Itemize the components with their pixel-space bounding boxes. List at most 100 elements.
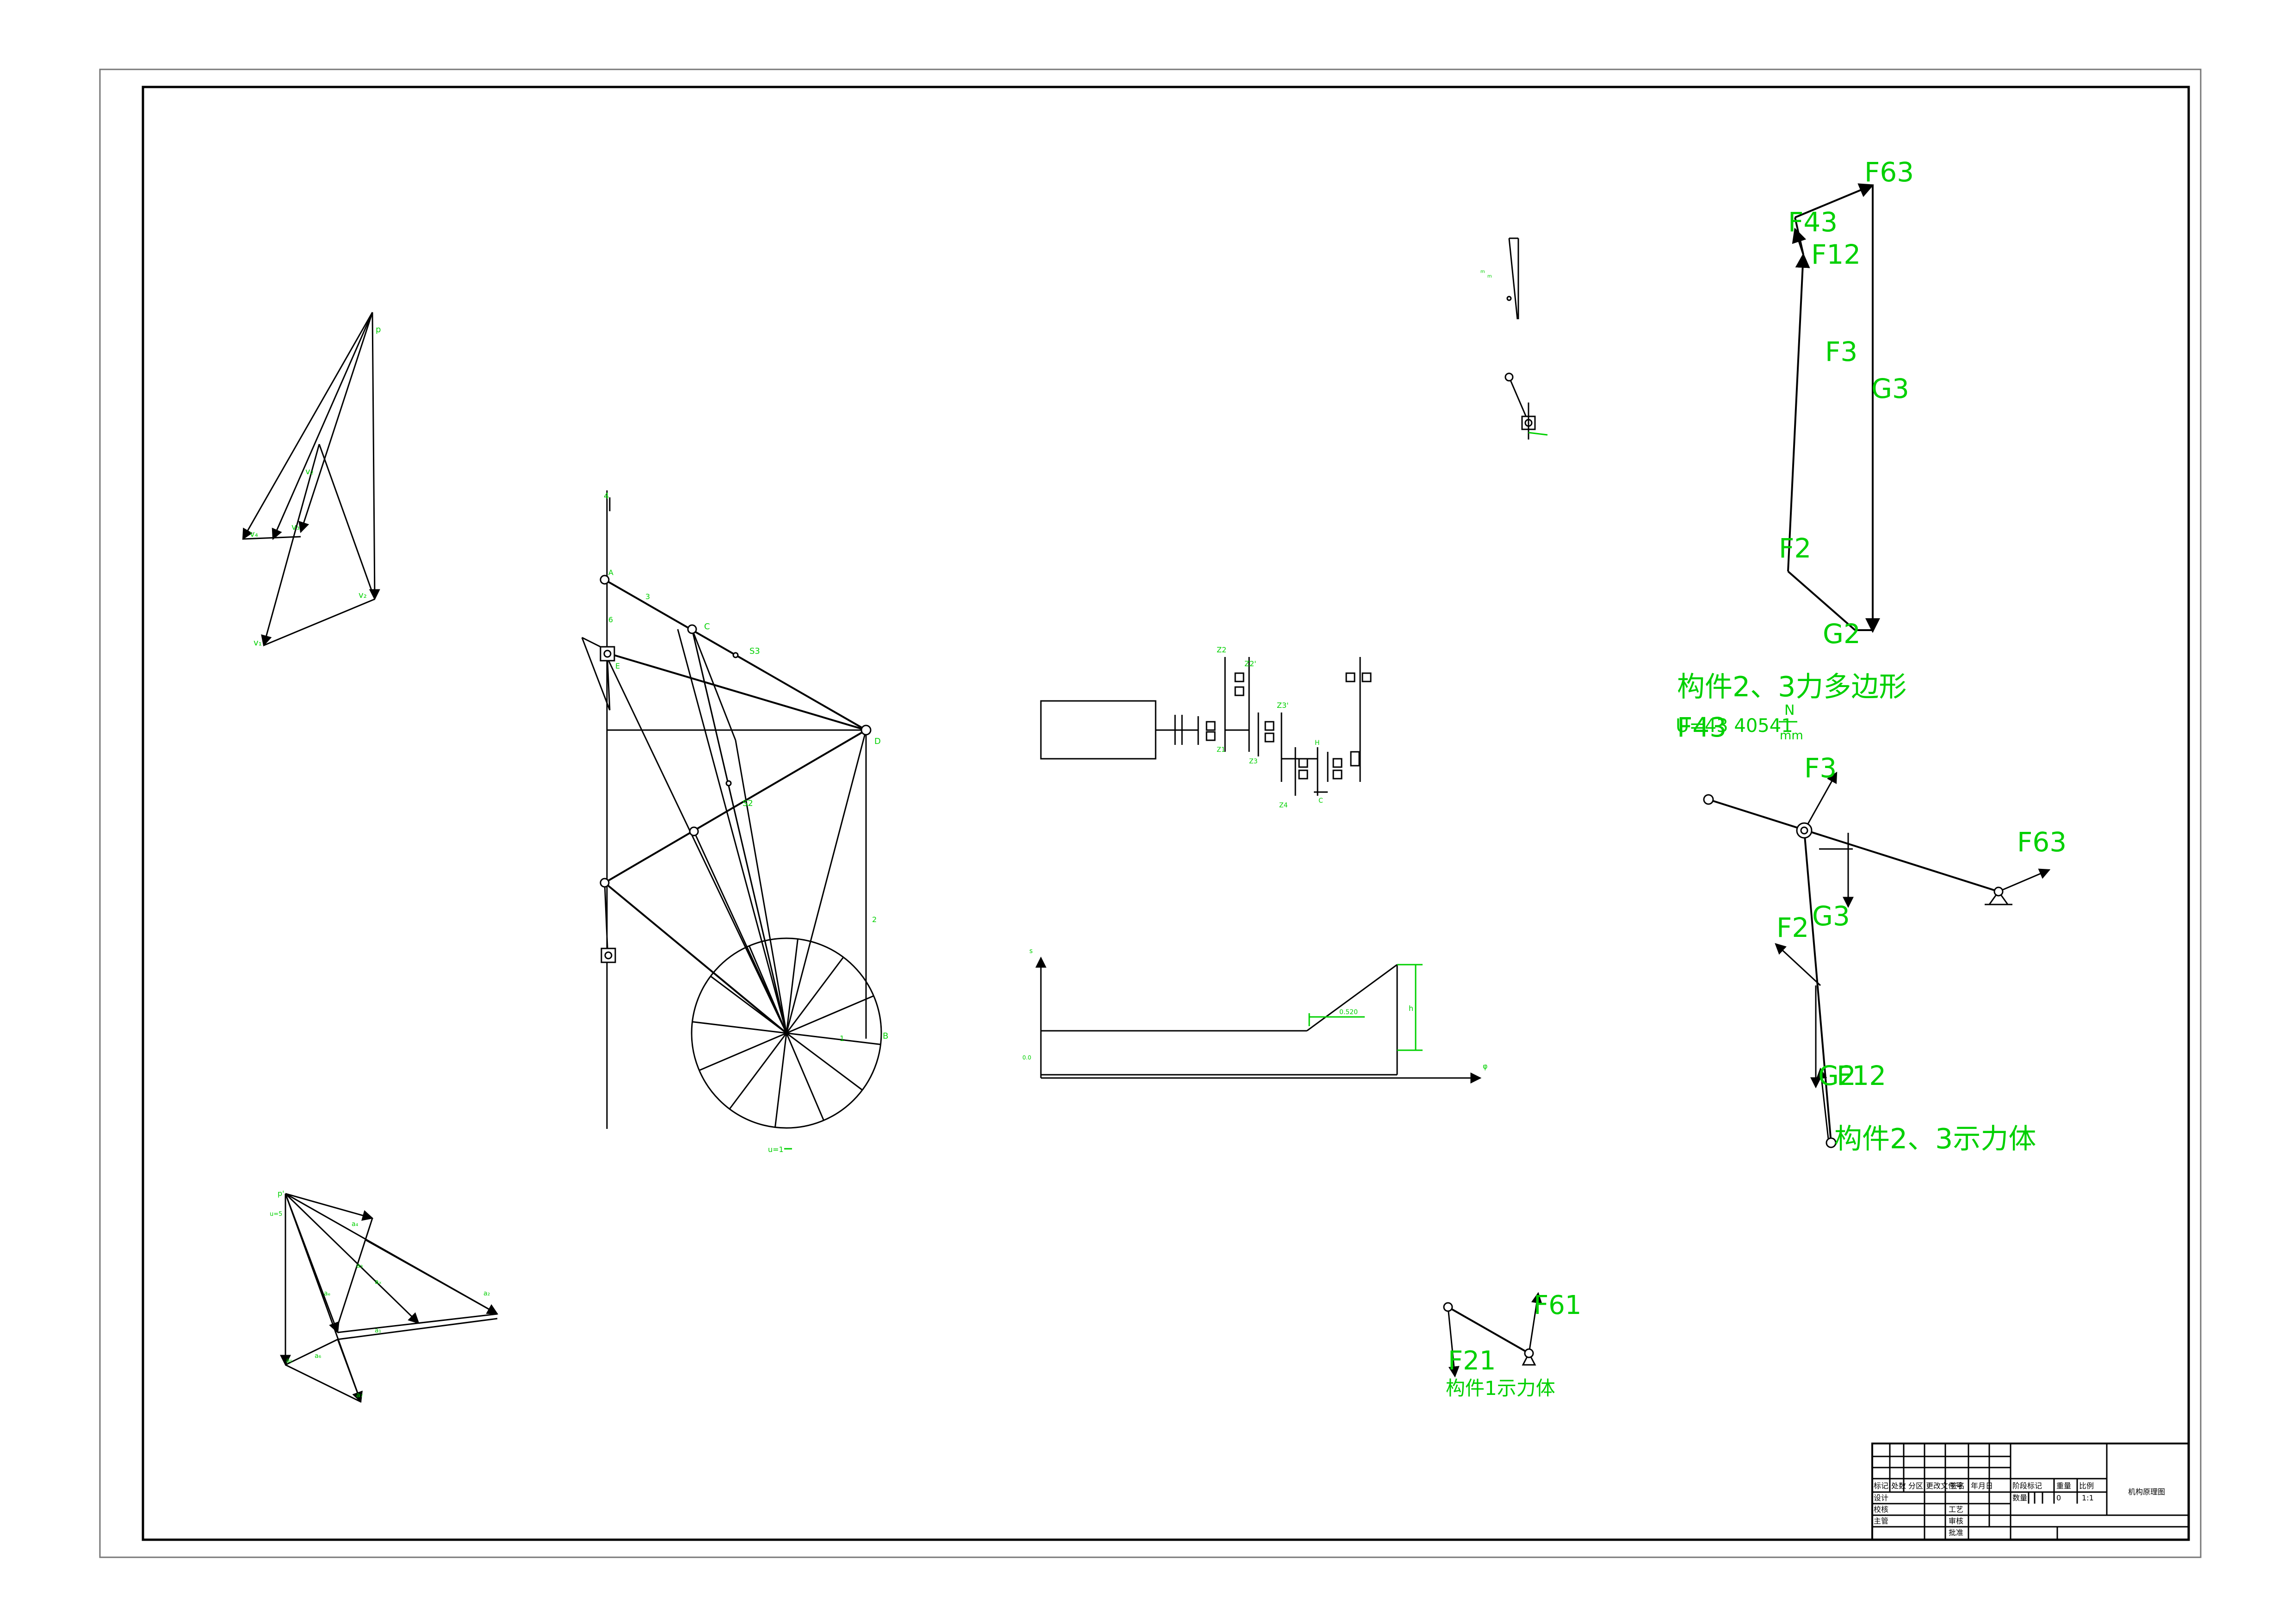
label-s3: S3 [749,646,760,656]
polygon-title: 构件2、3力多边形 [1677,671,1906,703]
svg-text:m: m [1487,274,1492,279]
svg-text:h: h [1409,1004,1413,1013]
svg-text:A: A [608,568,613,577]
tb-weight-value: 0 [2056,1493,2061,1502]
svg-text:aₓ: aₓ [375,1278,382,1286]
tb-scale: 比例 [2079,1481,2094,1490]
svg-text:a₆: a₆ [315,1352,322,1360]
crank-spoke [786,939,798,1034]
svg-text:C: C [1318,797,1323,805]
label-c: C [704,622,710,632]
crank-spoke [786,957,844,1034]
svg-text:a₂: a₂ [483,1290,490,1297]
force-f2-label: F2 [1779,533,1811,564]
svg-text:a₅: a₅ [286,1357,292,1364]
svg-text:v₁: v₁ [254,638,262,648]
free-body-member-1: F61 F21 构件1示力体 [1443,1290,1581,1400]
label-z3: Z3 [1249,758,1258,765]
scale-text: U=43 40541 [1676,715,1793,737]
label-z3p: Z3' [1277,701,1289,710]
svg-text:6: 6 [608,615,613,624]
crank-spoke [786,995,874,1034]
tb-h1: 处数 [1891,1481,1906,1490]
cam-axis-x: φ [1483,1062,1488,1071]
svg-text:aₑ: aₑ [324,1290,330,1297]
tb-h4: 签名 [1950,1481,1965,1490]
crank-spoke [710,975,787,1034]
fb-f43-label: F43 [1677,712,1727,743]
label-s2: S2 [743,799,753,808]
fb-f12-label: F12 [1837,1060,1886,1091]
m1-f21-label: F21 [1448,1346,1496,1376]
fb-g2-label: G2 [1818,1060,1856,1091]
tb-scale-value: 1:1 [2082,1493,2094,1502]
tb-h0: 标记 [1874,1481,1888,1490]
svg-text:p: p [376,325,381,335]
cam-angle-label: 0.520 [1339,1009,1358,1016]
svg-text:u=5: u=5 [270,1211,282,1218]
outer-border [99,68,2202,1558]
crank-spoke [729,1033,787,1109]
force-f43-label: F43 [1788,206,1838,238]
tb-qty: 数量 [2012,1493,2027,1502]
fb-g3-label: G3 [1812,900,1850,932]
label-z2p: Z2' [1244,659,1256,668]
svg-text:0.0: 0.0 [1022,1054,1031,1061]
tb-left-1: 校核 [1874,1505,1888,1514]
tb-stage: 阶段标记 [2012,1481,2042,1490]
label-b: B [883,1031,888,1041]
svg-text:v₃: v₃ [291,522,300,532]
cam-diagram: 0.520 h φ s 0.0 [1022,948,1488,1084]
tb-left-0: 设计 [1874,1493,1888,1502]
label-z4: Z4 [1279,802,1288,809]
svg-text:u=1: u=1 [768,1145,784,1154]
free-body-members-2-3: F43 F3 F63 F2 G3 G2 F12 构件2、3示力体 [1677,712,2067,1155]
tb-drawing-title: 机构原理图 [2128,1487,2165,1496]
crank-spoke [786,1032,881,1045]
tb-h2: 分区 [1908,1481,1923,1490]
velocity-polygon: p v₂ v₄ v₃ v₂ v₁ [242,312,381,648]
crank-spoke [774,1033,787,1127]
svg-text:a₇: a₇ [356,1392,363,1399]
svg-text:a₃: a₃ [356,1262,363,1270]
label-z2: Z2 [1217,645,1226,654]
fb-f3-label: F3 [1804,752,1837,784]
scale-unit-bottom: mm [1780,729,1803,743]
gear-train: Z2 Z2' Z1 Z3' Z3 Z4 H C [1040,645,1372,809]
tb-mid-0: 工艺 [1949,1505,1963,1514]
svg-text:4: 4 [604,491,609,501]
crank-spoke [699,1032,787,1071]
svg-text:m: m [1480,269,1485,274]
small-detail-a: m m [1480,237,1519,320]
acceleration-polygon: p' u=5 aₑ a₄ a₃ aₓ a₂ a₁ a₅ a₆ a₇ [270,1189,499,1403]
tb-h3: 更改文件号 [1926,1481,1963,1490]
label-z1: Z1 [1217,746,1225,754]
force-f3-label: F3 [1825,336,1857,367]
svg-text:a₄: a₄ [352,1220,359,1228]
crank-spoke [786,1033,824,1121]
svg-text:3: 3 [645,592,650,601]
tb-h5: 年月日 [1971,1481,1993,1490]
tb-left-2: 主管 [1874,1517,1888,1525]
m1-title: 构件1示力体 [1446,1377,1555,1400]
svg-text:p': p' [278,1189,285,1198]
svg-text:s: s [1029,948,1033,955]
crank-spoke [692,1021,787,1034]
force-f12-label: F12 [1811,239,1861,270]
inner-border [142,86,2190,1541]
force-polygon: F63 F43 F12 F3 G3 F2 G2 [1779,156,1914,650]
fb-title: 构件2、3示力体 [1834,1123,2036,1155]
tb-mid-1: 审核 [1949,1517,1963,1525]
svg-text:v₂: v₂ [305,467,314,477]
crank-spoke [749,945,787,1034]
label-d: D [874,737,881,746]
force-g2-label: G2 [1823,618,1861,650]
tb-mid-2: 批准 [1949,1528,1963,1537]
m1-f61-label: F61 [1534,1290,1581,1320]
scale-unit-top: N [1784,702,1795,719]
force-g3-label: G3 [1871,373,1909,404]
svg-text:1: 1 [840,1034,844,1043]
crank-spoke [786,1032,863,1091]
tb-weight: 重量 [2056,1481,2071,1490]
